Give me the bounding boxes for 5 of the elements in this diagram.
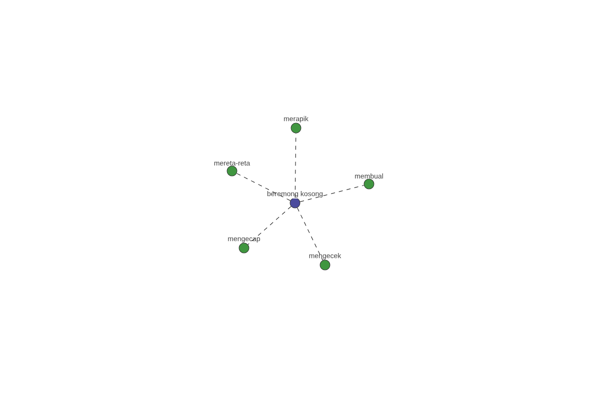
dashed-line [294, 133, 296, 198]
dashed-line [297, 207, 323, 261]
dashed-line [300, 185, 364, 202]
dashed-line [248, 206, 292, 245]
dashed-line [236, 173, 291, 201]
